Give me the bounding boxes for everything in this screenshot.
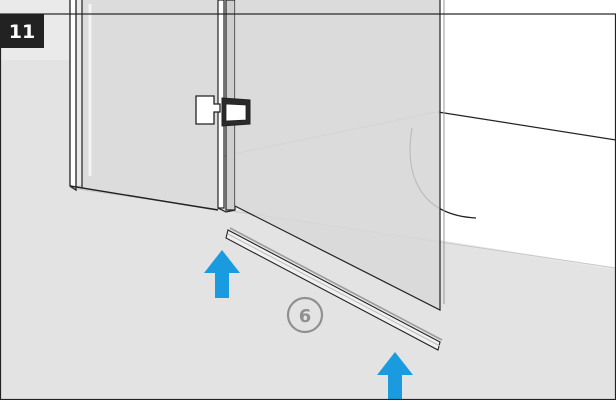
floor-front-line (69, 187, 616, 269)
part-number-label: 6 (286, 296, 324, 334)
arrow-up-icon (377, 352, 413, 400)
bathtub-rim-line (437, 111, 616, 141)
step-number-text: 11 (9, 21, 35, 43)
fixed-glass-panel (82, 0, 218, 208)
step-badge: 11 (0, 14, 44, 48)
arrow-up-icon (204, 250, 240, 298)
bathtub-body (440, 0, 616, 268)
swing-glass-door (235, 0, 440, 310)
hinge-icon (195, 95, 251, 127)
part-number-text: 6 (299, 306, 312, 327)
fixed-glass-bottom (69, 185, 219, 211)
seal-strip (225, 227, 443, 351)
swing-glass-outline (234, 0, 441, 311)
hinge-profile-foot (217, 207, 236, 213)
fixed-glass-frame-left (69, 0, 77, 192)
